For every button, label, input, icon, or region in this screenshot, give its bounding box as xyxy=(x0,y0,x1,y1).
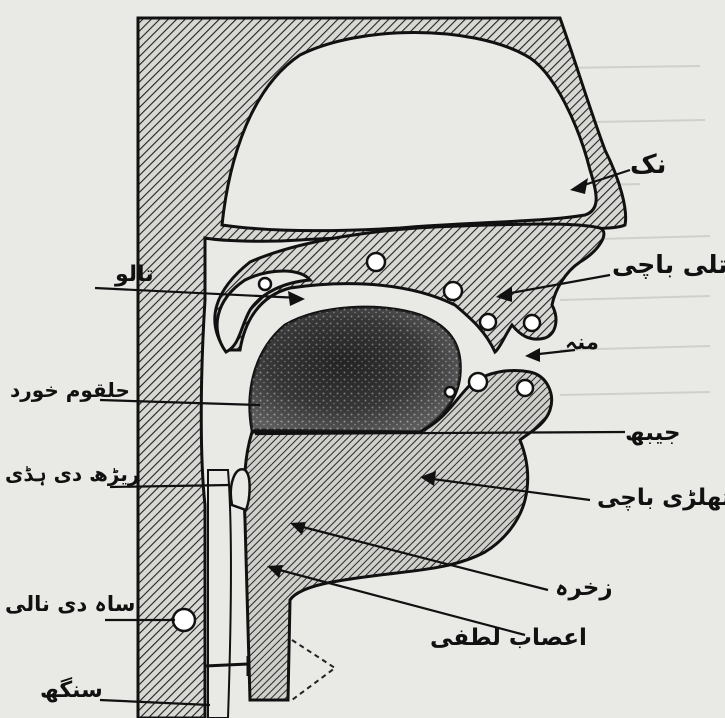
label-small-throat: حلقوم خورد xyxy=(10,378,130,402)
windpipe-channel xyxy=(208,470,231,718)
label-spine: ریڑھ دی ہڈی xyxy=(5,462,139,486)
windpipe-ring xyxy=(173,609,195,631)
label-mouth: منہ xyxy=(565,330,599,354)
label-upper-lip: اتلی باچی xyxy=(612,250,725,279)
label-lower-lip: تھلڑی باچی xyxy=(597,485,725,511)
epiglottis xyxy=(231,469,250,510)
label-palate: تالو xyxy=(115,262,154,287)
label-larynx: زخرہ xyxy=(555,575,613,601)
label-windpipe: ساہ دی نالی xyxy=(5,592,135,616)
label-nerves: اعصاب لطفی xyxy=(430,625,587,651)
label-nose: نک xyxy=(630,150,666,180)
label-throat: سنگھ xyxy=(40,678,103,703)
label-tongue: جیبھ xyxy=(625,420,681,446)
